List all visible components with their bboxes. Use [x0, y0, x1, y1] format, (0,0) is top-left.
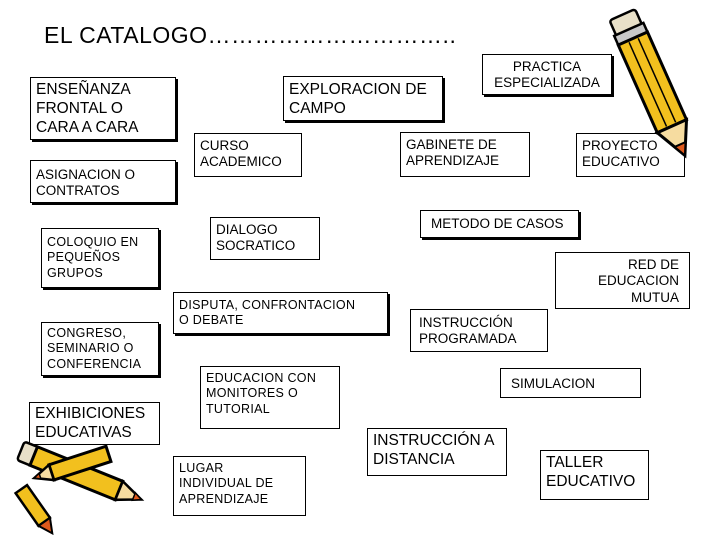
box-disputa: DISPUTA, CONFRONTACION O DEBATE: [173, 292, 388, 334]
box-lugar-individual: LUGAR INDIVIDUAL DE APRENDIZAJE: [173, 456, 306, 516]
box-gabinete: GABINETE DE APRENDIZAJE: [400, 132, 530, 177]
box-metodo-casos: METODO DE CASOS: [420, 210, 579, 238]
box-congreso: CONGRESO, SEMINARIO O CONFERENCIA: [41, 322, 159, 376]
box-instruccion-distancia: INSTRUCCIÓN A DISTANCIA: [367, 428, 507, 476]
box-educacion-monitores: EDUCACION CON MONITORES O TUTORIAL: [200, 366, 340, 429]
box-ensenanza-frontal: ENSEÑANZA FRONTAL O CARA A CARA: [30, 77, 176, 140]
box-curso-academico: CURSO ACADEMICO: [194, 133, 302, 177]
box-dialogo-socratico: DIALOGO SOCRATICO: [210, 217, 320, 260]
pencils-icon: [13, 441, 145, 536]
box-exploracion-campo: EXPLORACION DE CAMPO: [283, 76, 443, 121]
box-taller-educativo: TALLER EDUCATIVO: [540, 450, 649, 500]
pencil-icon: [609, 8, 689, 159]
box-red-educacion: RED DE EDUCACION MUTUA: [555, 252, 690, 309]
box-practica-especializada: PRACTICA ESPECIALIZADA: [482, 54, 612, 95]
box-asignacion-contratos: ASIGNACION O CONTRATOS: [30, 160, 176, 203]
box-simulacion: SIMULACION: [500, 368, 641, 398]
page-title: EL CATALOGO…………………………..: [44, 22, 457, 48]
box-instruccion-programada: INSTRUCCIÓN PROGRAMADA: [410, 309, 548, 352]
box-coloquio: COLOQUIO EN PEQUEÑOS GRUPOS: [41, 228, 159, 288]
box-exhibiciones: EXHIBICIONES EDUCATIVAS: [29, 402, 160, 445]
